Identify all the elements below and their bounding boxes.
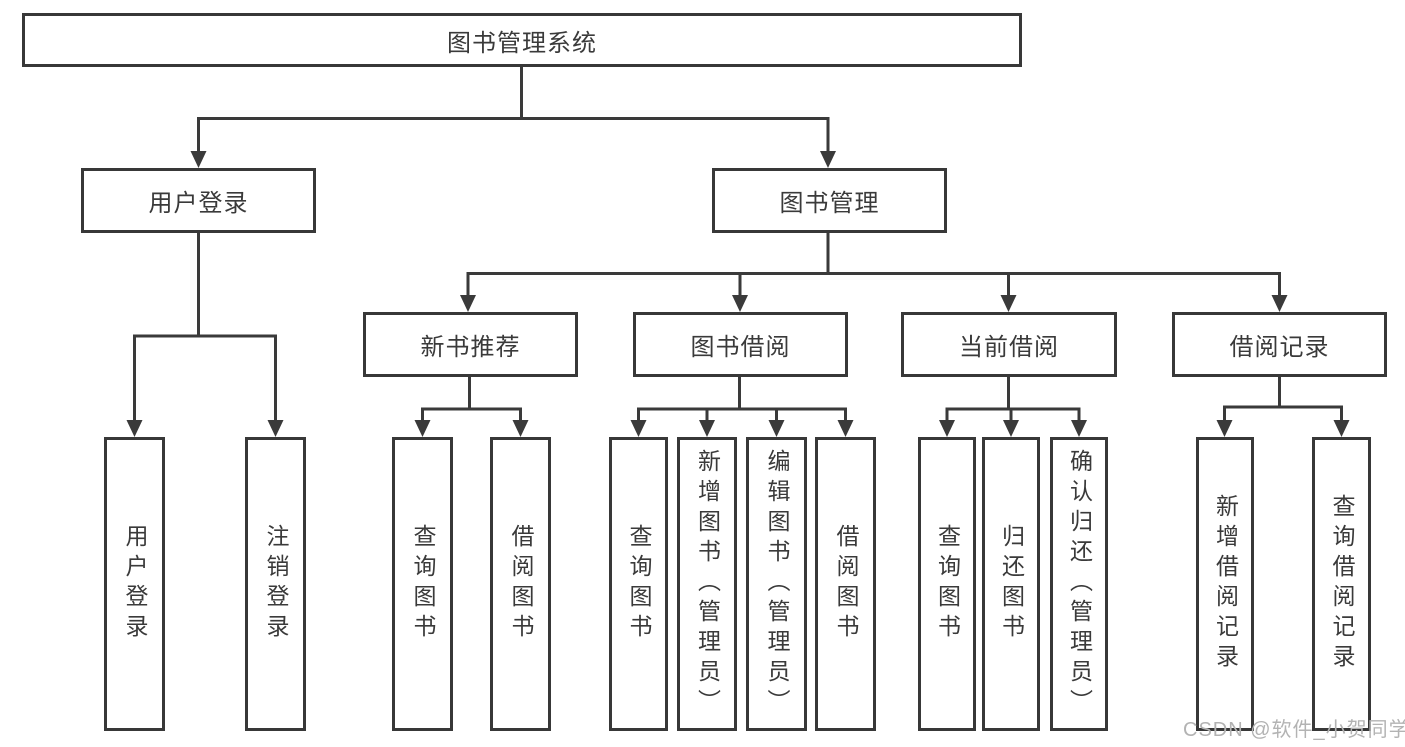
- leaf-borrow-edit-book-label: 编辑图书（管理员）: [764, 449, 790, 719]
- node-root: 图书管理系统: [22, 13, 1022, 67]
- node-current-borrow-label: 当前借阅: [959, 334, 1059, 361]
- leaf-records-add-record: 新增借阅记录: [1196, 437, 1254, 731]
- leaf-newbook-query-book-label: 查询图书: [410, 524, 436, 644]
- leaf-logout-login-label: 注销登录: [263, 524, 289, 644]
- node-book-borrow-label: 图书借阅: [690, 334, 791, 361]
- node-root-label: 图书管理系统: [447, 29, 597, 57]
- leaf-borrow-borrow-book-label: 借阅图书: [833, 524, 859, 644]
- leaf-borrow-add-book: 新增图书（管理员）: [677, 437, 737, 731]
- leaf-logout-login: 注销登录: [245, 437, 306, 731]
- leaf-user-login: 用户登录: [104, 437, 165, 731]
- node-borrow-records: 借阅记录: [1172, 312, 1387, 377]
- leaf-borrow-query-book: 查询图书: [609, 437, 668, 731]
- leaf-borrow-borrow-book: 借阅图书: [815, 437, 876, 731]
- node-book-mgmt: 图书管理: [712, 168, 947, 233]
- leaf-newbook-query-book: 查询图书: [392, 437, 453, 731]
- node-current-borrow: 当前借阅: [901, 312, 1117, 377]
- leaf-newbook-borrow-book: 借阅图书: [490, 437, 551, 731]
- leaf-current-query-book-label: 查询图书: [934, 524, 961, 644]
- node-user-login: 用户登录: [81, 168, 316, 233]
- leaf-user-login-label: 用户登录: [122, 524, 148, 644]
- node-user-login-label: 用户登录: [148, 190, 249, 217]
- leaf-records-query-record-label: 查询借阅记录: [1329, 494, 1355, 674]
- leaf-borrow-add-book-label: 新增图书（管理员）: [694, 449, 721, 719]
- leaf-newbook-borrow-book-label: 借阅图书: [508, 524, 534, 644]
- csdn-watermark: CSDN @软件_小贺同学: [1183, 719, 1405, 741]
- node-new-book-recommend: 新书推荐: [363, 312, 578, 377]
- leaf-current-query-book: 查询图书: [918, 437, 976, 731]
- leaf-current-confirm-return-label: 确认归还（管理员）: [1066, 449, 1093, 719]
- node-borrow-records-label: 借阅记录: [1229, 334, 1330, 361]
- leaf-borrow-edit-book: 编辑图书（管理员）: [746, 437, 807, 731]
- tree-edges: [133, 67, 1343, 423]
- leaf-current-return-book: 归还图书: [982, 437, 1040, 731]
- leaf-current-confirm-return: 确认归还（管理员）: [1050, 437, 1108, 731]
- leaf-borrow-query-book-label: 查询图书: [626, 524, 652, 644]
- leaf-records-add-record-label: 新增借阅记录: [1212, 494, 1239, 674]
- node-new-book-recommend-label: 新书推荐: [420, 334, 521, 361]
- leaf-records-query-record: 查询借阅记录: [1312, 437, 1371, 731]
- node-book-borrow: 图书借阅: [633, 312, 848, 377]
- node-book-mgmt-label: 图书管理: [779, 190, 880, 217]
- leaf-current-return-book-label: 归还图书: [998, 524, 1025, 644]
